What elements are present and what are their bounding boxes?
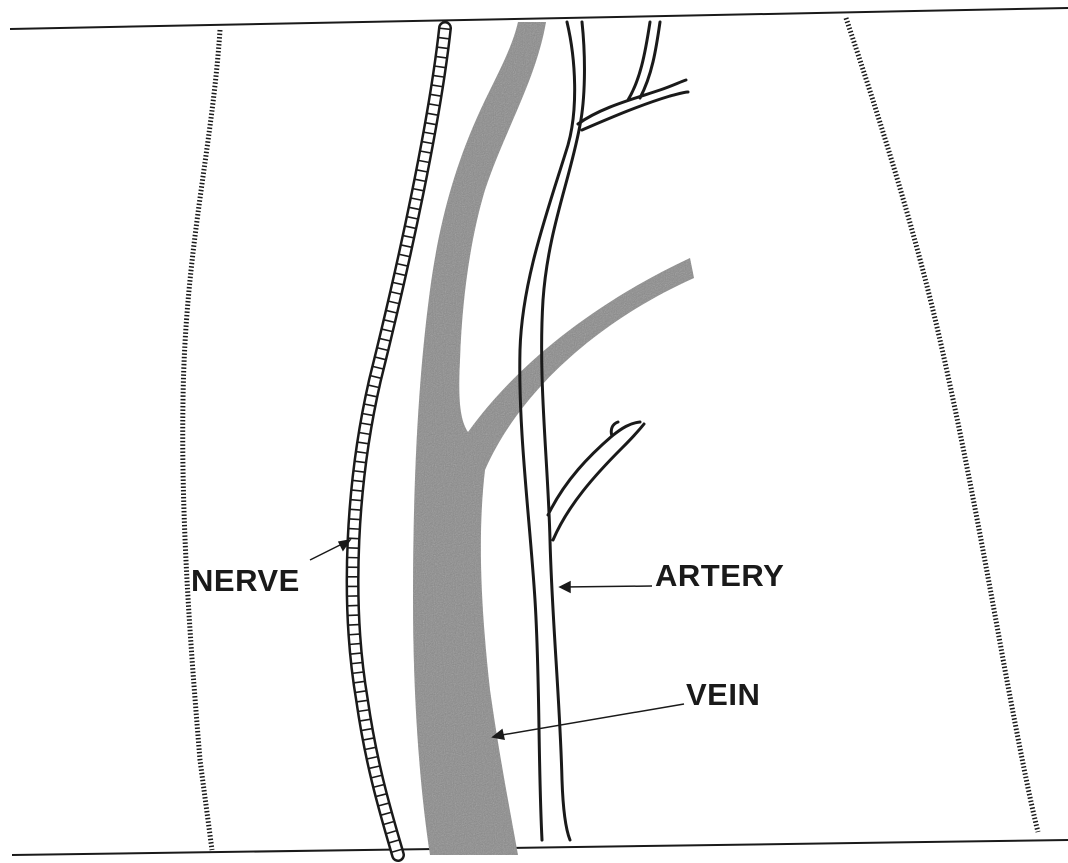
artery-upper-branch-a <box>578 80 686 124</box>
vein-leader-line <box>496 704 684 736</box>
artery-label: ARTERY <box>655 560 784 591</box>
bottom-boundary-line <box>12 840 1068 855</box>
nerve-label: NERVE <box>191 565 300 596</box>
artery-leader-line <box>563 586 652 587</box>
vein-label: VEIN <box>686 679 760 710</box>
artery-left-wall <box>520 22 575 840</box>
right-tissue-edge <box>846 18 1038 832</box>
artery-right-wall <box>542 22 585 840</box>
left-tissue-edge <box>183 30 220 850</box>
artery-leader-arrowhead <box>560 582 570 592</box>
artery-upper-twig-a <box>628 22 650 100</box>
artery-mid-branch-a <box>548 422 640 515</box>
vein <box>413 22 694 855</box>
vein-trunk <box>413 22 694 855</box>
